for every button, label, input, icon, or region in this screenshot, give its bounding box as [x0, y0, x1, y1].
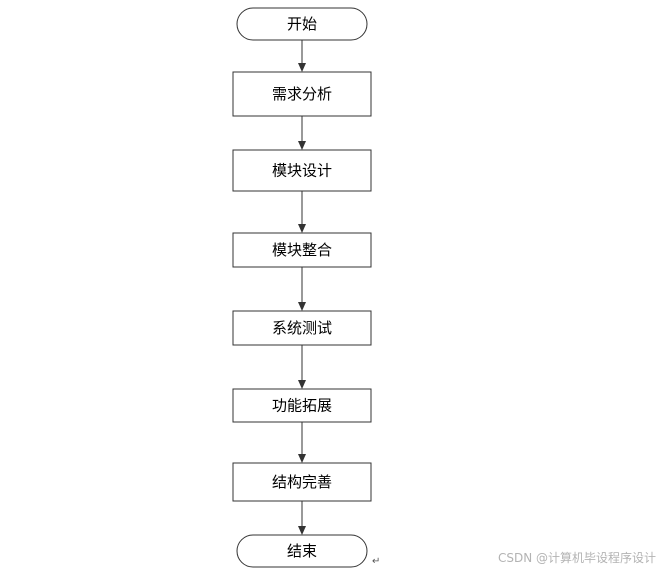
node-label: 功能拓展: [272, 397, 332, 415]
node-label: 系统测试: [272, 319, 332, 337]
terminal-shape: [236, 7, 368, 41]
node-feature-extension: 功能拓展: [232, 388, 372, 423]
node-label: 结束: [287, 542, 317, 560]
node-label: 需求分析: [272, 85, 332, 103]
process-box: [232, 71, 372, 117]
node-start: 开始: [236, 7, 368, 41]
process-box: [232, 232, 372, 268]
node-requirements: 需求分析: [232, 71, 372, 117]
process-box: [232, 310, 372, 346]
process-box: [232, 462, 372, 502]
node-structure-refinement: 结构完善: [232, 462, 372, 502]
node-label: 开始: [287, 15, 317, 33]
paragraph-return-mark: ↵: [372, 556, 381, 567]
node-system-test: 系统测试: [232, 310, 372, 346]
process-box: [232, 388, 372, 423]
node-label: 模块整合: [272, 241, 332, 259]
node-label: 结构完善: [272, 473, 332, 491]
node-module-design: 模块设计: [232, 149, 372, 192]
process-box: [232, 149, 372, 192]
node-label: 模块设计: [272, 162, 332, 180]
node-end: 结束: [236, 534, 368, 568]
terminal-shape: [236, 534, 368, 568]
node-module-integration: 模块整合: [232, 232, 372, 268]
watermark: CSDN @计算机毕设程序设计: [497, 551, 656, 565]
